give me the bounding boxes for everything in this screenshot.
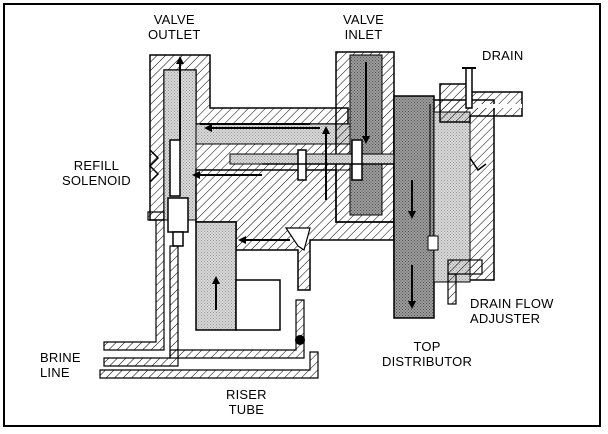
refill-solenoid — [148, 139, 189, 247]
brine-line — [99, 211, 319, 379]
drain-port — [439, 67, 523, 123]
label-drain: DRAIN — [482, 48, 524, 63]
upper-passage — [192, 123, 357, 179]
drain-flow-adjuster — [447, 259, 483, 305]
valve-inlet-port — [335, 51, 395, 223]
check-ball — [295, 335, 305, 345]
riser-tube — [195, 126, 330, 331]
top-distributor-channel — [393, 95, 471, 319]
